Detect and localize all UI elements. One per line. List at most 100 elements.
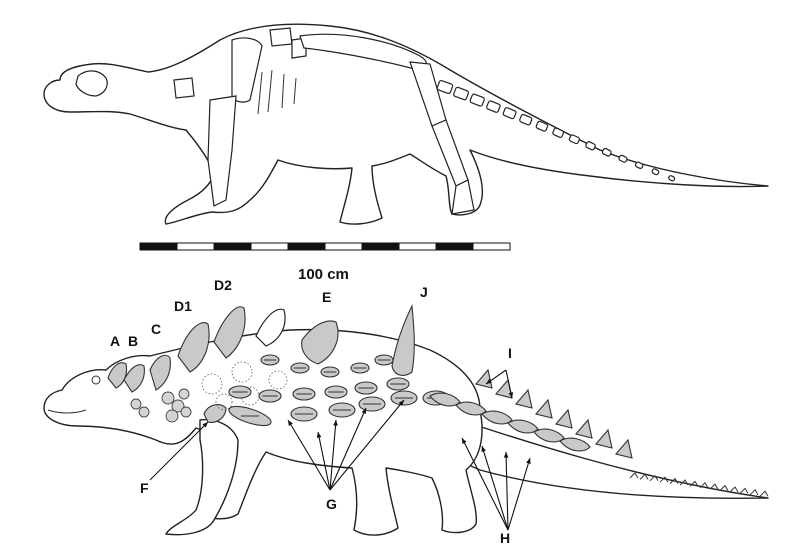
eye-circle [91, 375, 101, 385]
leader-line [329, 419, 337, 491]
plate-D2 [213, 306, 246, 359]
flank-osteoderms-G [228, 354, 450, 427]
leader-line [481, 445, 509, 531]
label-J: J [420, 284, 428, 300]
rib-2 [267, 69, 273, 113]
arrowhead [503, 452, 509, 458]
caudal-vertebra [651, 168, 660, 176]
scale-bar-label: 100 cm [298, 266, 349, 283]
tail-serration [759, 490, 769, 497]
dorsal-vertebra-3 [173, 77, 195, 99]
scale-segment [472, 242, 511, 251]
tail-serration [719, 484, 729, 491]
tail-spike [475, 368, 493, 389]
tail-plate [507, 419, 539, 434]
scale-segment [435, 242, 474, 251]
osteoderm [130, 398, 142, 410]
tail-serration [639, 473, 649, 480]
label-G: G [326, 496, 337, 512]
tail-spikes [475, 368, 769, 497]
pointer-arrows [149, 369, 531, 531]
arrowhead [361, 408, 366, 414]
tail-spike [595, 428, 613, 449]
rosette [268, 370, 288, 390]
caudal-vertebra [568, 134, 580, 145]
tail-spike [575, 418, 593, 439]
osteoderm [165, 409, 179, 423]
caudal-vertebra [668, 175, 676, 182]
tail-serration [659, 476, 669, 483]
plate-B [123, 364, 145, 393]
mouth-line [47, 409, 87, 414]
dorsal-vertebra-1 [269, 27, 293, 47]
arrowhead [333, 420, 338, 426]
foot-bone [451, 179, 475, 215]
tail-spike [515, 388, 533, 409]
caudal-vertebra [585, 141, 596, 151]
scale-segment [398, 242, 437, 251]
arrowhead [481, 446, 486, 452]
leader-line [507, 457, 531, 531]
tail-plate [559, 437, 591, 452]
scale-segment [213, 242, 252, 251]
caudal-vertebra [535, 120, 549, 132]
leader-line [317, 431, 331, 491]
label-H: H [500, 530, 510, 546]
rib-1 [257, 71, 263, 115]
osteoderm [138, 406, 150, 418]
scale-segment [176, 242, 215, 251]
caudal-vertebrae [436, 79, 676, 182]
arrowhead [526, 458, 531, 464]
arrowhead [202, 422, 208, 428]
tail-serration [679, 479, 689, 486]
spine-J [391, 304, 415, 376]
osteoderm-F [203, 404, 227, 423]
tail-serration [699, 481, 709, 489]
caudal-vertebra [634, 161, 644, 170]
rosette [231, 361, 253, 383]
scale-bar [139, 242, 511, 251]
cervical-osteoderm-cluster [130, 388, 192, 423]
tail-serration [749, 488, 759, 496]
arrowhead [486, 378, 492, 384]
armored-reconstruction [43, 304, 769, 536]
arrowhead [398, 400, 404, 406]
caudal-vertebra [552, 127, 565, 138]
scale-segment [324, 242, 363, 251]
tail-plate [455, 401, 487, 416]
rib-3 [281, 73, 285, 109]
skull-bone [75, 70, 108, 97]
label-C: C [151, 321, 161, 337]
osteoderm [161, 391, 175, 405]
leader-line [329, 407, 367, 491]
label-E: E [322, 289, 331, 305]
tail-serration [629, 472, 639, 479]
caudal-vertebra [601, 147, 612, 157]
rib-4 [293, 77, 297, 105]
tail-spike [615, 438, 633, 459]
osteoderm [178, 388, 190, 400]
tail-plate [481, 410, 513, 425]
caudal-vertebra [618, 154, 628, 163]
caudal-vertebra [469, 93, 485, 107]
tail-spike [555, 408, 573, 429]
tail-plate [533, 428, 565, 443]
tail-serration [649, 474, 659, 482]
tail-spike [535, 398, 553, 419]
tail-serration [739, 487, 749, 494]
tail-serration [669, 477, 679, 484]
arrowhead [316, 432, 322, 438]
rosette [215, 393, 233, 411]
caudal-vertebra [519, 113, 533, 126]
scale-segment [250, 242, 289, 251]
tail-serration [709, 483, 719, 490]
caudal-vertebra [453, 86, 470, 101]
osteoderm [180, 406, 192, 418]
plate-C [149, 354, 171, 391]
scale-segment [287, 242, 326, 251]
leader-line [329, 399, 405, 491]
skeletal-silhouette [43, 23, 769, 225]
arrowhead [288, 420, 293, 426]
label-D2: D2 [214, 277, 232, 293]
plate-dorsal-2 [255, 308, 286, 347]
